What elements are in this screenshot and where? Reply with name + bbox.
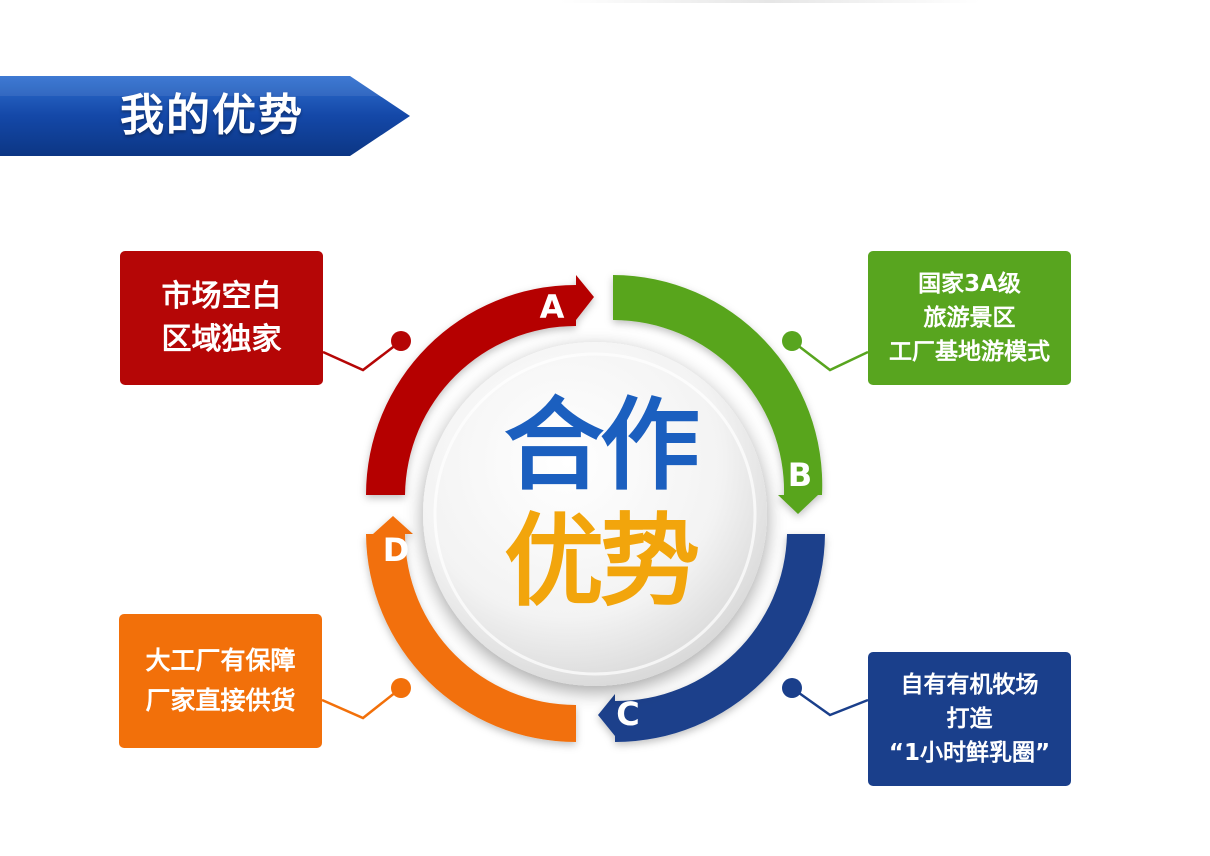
segment-b-letter: B [788, 456, 812, 494]
callout-d: 大工厂有保障 厂家直接供货 [119, 614, 322, 748]
callout-c-line: 自有有机牧场 [900, 672, 1039, 698]
center-title-line2: 优势 [504, 503, 700, 620]
callout-d-line: 厂家直接供货 [145, 686, 296, 715]
segment-d-letter: D [383, 531, 410, 569]
callout-b-line: 工厂基地游模式 [889, 339, 1050, 365]
callout-c-line: “1小时鲜乳圈” [888, 740, 1051, 766]
connector-c [791, 686, 869, 717]
connector-c-dot [782, 678, 802, 698]
connector-b-dot [782, 331, 802, 351]
segment-d-arc [366, 516, 576, 742]
segment-a-arc [366, 275, 594, 495]
callout-c: 自有有机牧场 打造 “1小时鲜乳圈” [868, 652, 1071, 786]
segment-c-arc [598, 534, 825, 742]
center-hub [423, 342, 767, 686]
connector-d-dot [391, 678, 411, 698]
callout-a-line: 市场空白 [161, 279, 282, 314]
connector-a-dot [391, 331, 411, 351]
callout-b: 国家3A级 旅游景区 工厂基地游模式 [868, 251, 1071, 385]
callout-c-line: 打造 [946, 706, 993, 732]
callout-d-line: 大工厂有保障 [145, 646, 296, 675]
top-divider [560, 0, 980, 3]
hub-ring [433, 352, 757, 676]
connector-b [791, 340, 869, 372]
callout-b-line: 旅游景区 [923, 305, 1016, 331]
segment-b-arc [613, 275, 823, 514]
title-banner [0, 76, 410, 156]
callout-a-line: 区域独家 [161, 322, 282, 357]
segment-c-letter: C [616, 695, 639, 733]
center-title: 合作 优势 [480, 388, 720, 620]
connector-a [322, 340, 402, 372]
callout-a: 市场空白 区域独家 [120, 251, 323, 385]
connector-d [321, 687, 402, 720]
segment-a-letter: A [540, 288, 565, 326]
center-title-line1: 合作 [504, 387, 700, 504]
callout-b-line: 国家3A级 [918, 271, 1021, 297]
section-title: 我的优势 [120, 90, 304, 141]
